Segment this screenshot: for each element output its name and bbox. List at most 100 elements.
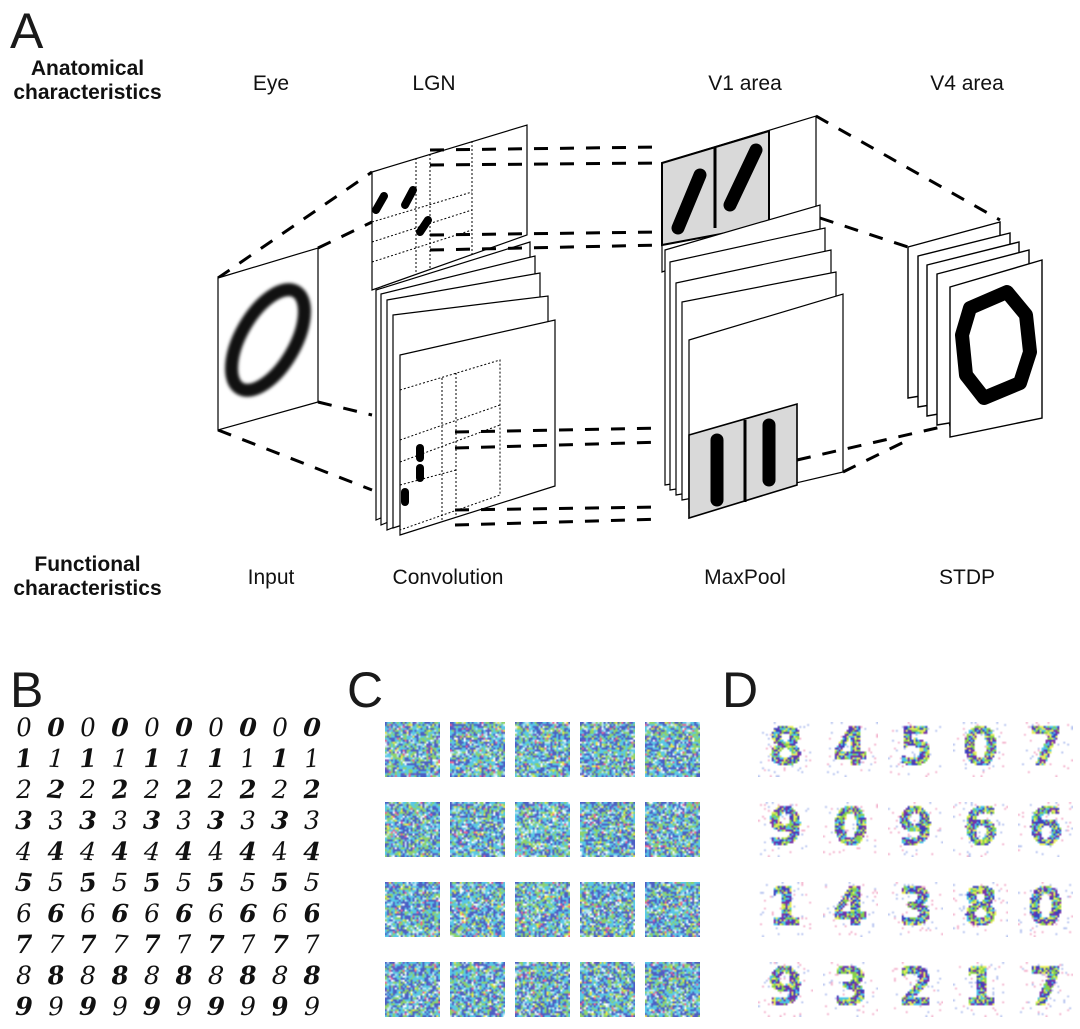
mnist-digit: 4 xyxy=(206,836,226,867)
stage-input-label: Input xyxy=(247,566,295,589)
mnist-digit: 8 xyxy=(174,960,194,991)
conv-vertical-bars xyxy=(401,444,424,506)
mnist-digit: 3 xyxy=(206,805,226,836)
mnist-digit: 1 xyxy=(207,744,225,773)
mnist-digit: 4 xyxy=(46,836,66,867)
mnist-digit: 0 xyxy=(143,712,161,743)
mnist-digit: 9 xyxy=(303,991,321,1022)
mnist-digit: 2 xyxy=(238,774,258,805)
mnist-digit: 6 xyxy=(207,898,225,929)
mnist-digit: 6 xyxy=(238,898,258,929)
mnist-digit: 3 xyxy=(111,805,129,836)
stage-maxpool-label: MaxPool xyxy=(704,566,786,589)
mnist-digit: 1 xyxy=(271,743,289,774)
learned-weight-tile xyxy=(823,882,878,937)
learned-weight-tile xyxy=(888,962,943,1017)
mnist-digit: 7 xyxy=(79,929,97,960)
learned-weight-tile xyxy=(953,802,1008,857)
panel-b-label: B xyxy=(10,662,44,718)
mnist-digit: 2 xyxy=(174,774,194,805)
learned-weight-tile xyxy=(758,882,813,937)
mnist-digit: 8 xyxy=(303,960,321,991)
learned-weight-tile xyxy=(888,882,943,937)
mnist-digit: 0 xyxy=(47,712,65,743)
learned-weight-tile xyxy=(758,722,813,777)
mnist-digit: 2 xyxy=(46,774,66,805)
mnist-digit: 1 xyxy=(174,743,194,774)
mnist-digit: 5 xyxy=(78,867,98,898)
mnist-digit: 7 xyxy=(303,929,321,960)
mnist-digit: 7 xyxy=(14,929,34,960)
stage-eye-label: Eye xyxy=(252,72,290,95)
initial-weight-tile xyxy=(450,882,505,937)
mnist-digit: 8 xyxy=(271,960,289,991)
mnist-digit: 7 xyxy=(110,929,130,960)
mnist-digit: 3 xyxy=(239,805,257,836)
mnist-digit: 5 xyxy=(142,867,162,898)
mnist-digit: 1 xyxy=(111,743,129,774)
mnist-digit: 8 xyxy=(16,961,32,990)
mnist-digit: 9 xyxy=(206,991,226,1022)
learned-weight-tile xyxy=(758,962,813,1017)
mnist-digit: 0 xyxy=(271,712,289,743)
mnist-digit: 4 xyxy=(239,836,257,867)
conv-to-pool-connections xyxy=(429,145,663,527)
mnist-digit: 1 xyxy=(47,743,65,774)
stage-lgn-label: LGN xyxy=(412,72,456,95)
mnist-digit: 3 xyxy=(142,805,162,836)
input-digit-zero xyxy=(225,283,311,397)
mnist-digit: 4 xyxy=(111,836,129,867)
learned-weight-tile xyxy=(758,802,813,857)
learned-weights-grid xyxy=(758,722,1076,1024)
mnist-digit: 8 xyxy=(238,960,258,991)
mnist-digit: 9 xyxy=(47,991,65,1022)
learned-weight-tile xyxy=(823,802,878,857)
mnist-digit: 6 xyxy=(110,898,130,929)
pool-to-v4-connections xyxy=(796,114,1001,474)
mnist-digit: 8 xyxy=(79,960,97,991)
mnist-digit: 7 xyxy=(143,930,161,959)
learned-weight-tile xyxy=(953,962,1008,1017)
initial-weight-tile xyxy=(385,882,440,937)
mnist-digit: 4 xyxy=(79,836,97,867)
mnist-digit: 6 xyxy=(143,898,161,929)
conv-feature-map-stack xyxy=(375,241,556,536)
mnist-digit: 3 xyxy=(15,805,33,836)
mnist-digit: 3 xyxy=(47,805,65,836)
mnist-digit: 5 xyxy=(175,867,193,898)
learned-weight-tile xyxy=(953,882,1008,937)
stage-convolution-label: Convolution xyxy=(392,566,504,589)
initial-weight-tile xyxy=(580,722,635,777)
mnist-digit: 5 xyxy=(14,867,34,898)
mnist-digit: 2 xyxy=(110,774,130,805)
mnist-digit: 2 xyxy=(207,774,225,805)
mnist-digit: 3 xyxy=(175,805,193,836)
initial-weight-tile xyxy=(515,802,570,857)
mnist-digit: 6 xyxy=(272,899,288,928)
mnist-digit: 2 xyxy=(271,774,289,805)
mnist-digit: 2 xyxy=(302,774,322,805)
anatomical-row-label: Anatomical characteristics xyxy=(0,57,175,105)
anatomical-label-line1: Anatomical xyxy=(30,57,145,80)
mnist-digit: 6 xyxy=(174,898,194,929)
mnist-digit: 9 xyxy=(14,991,34,1022)
mnist-digit: 0 xyxy=(79,712,97,743)
panel-c-label: C xyxy=(347,662,384,718)
stage-stdp-label: STDP xyxy=(938,566,996,589)
mnist-digit: 5 xyxy=(111,867,129,898)
mnist-digit: 2 xyxy=(80,775,96,804)
mnist-digit: 0 xyxy=(110,712,130,743)
mnist-digit: 6 xyxy=(15,898,33,929)
initial-weight-tile xyxy=(385,802,440,857)
mnist-digit: 0 xyxy=(238,712,258,743)
initial-weight-tile xyxy=(645,802,700,857)
learned-weight-tile xyxy=(888,802,943,857)
mnist-digit: 5 xyxy=(48,868,64,897)
mnist-digit: 8 xyxy=(207,960,225,991)
input-to-conv-connections xyxy=(217,170,373,492)
mnist-digit: 9 xyxy=(270,991,290,1022)
anatomical-label-line2: characteristics xyxy=(13,81,162,104)
v1-top-plane xyxy=(661,115,817,273)
mnist-digit: 1 xyxy=(238,743,258,774)
functional-label-line1: Functional xyxy=(34,553,141,576)
